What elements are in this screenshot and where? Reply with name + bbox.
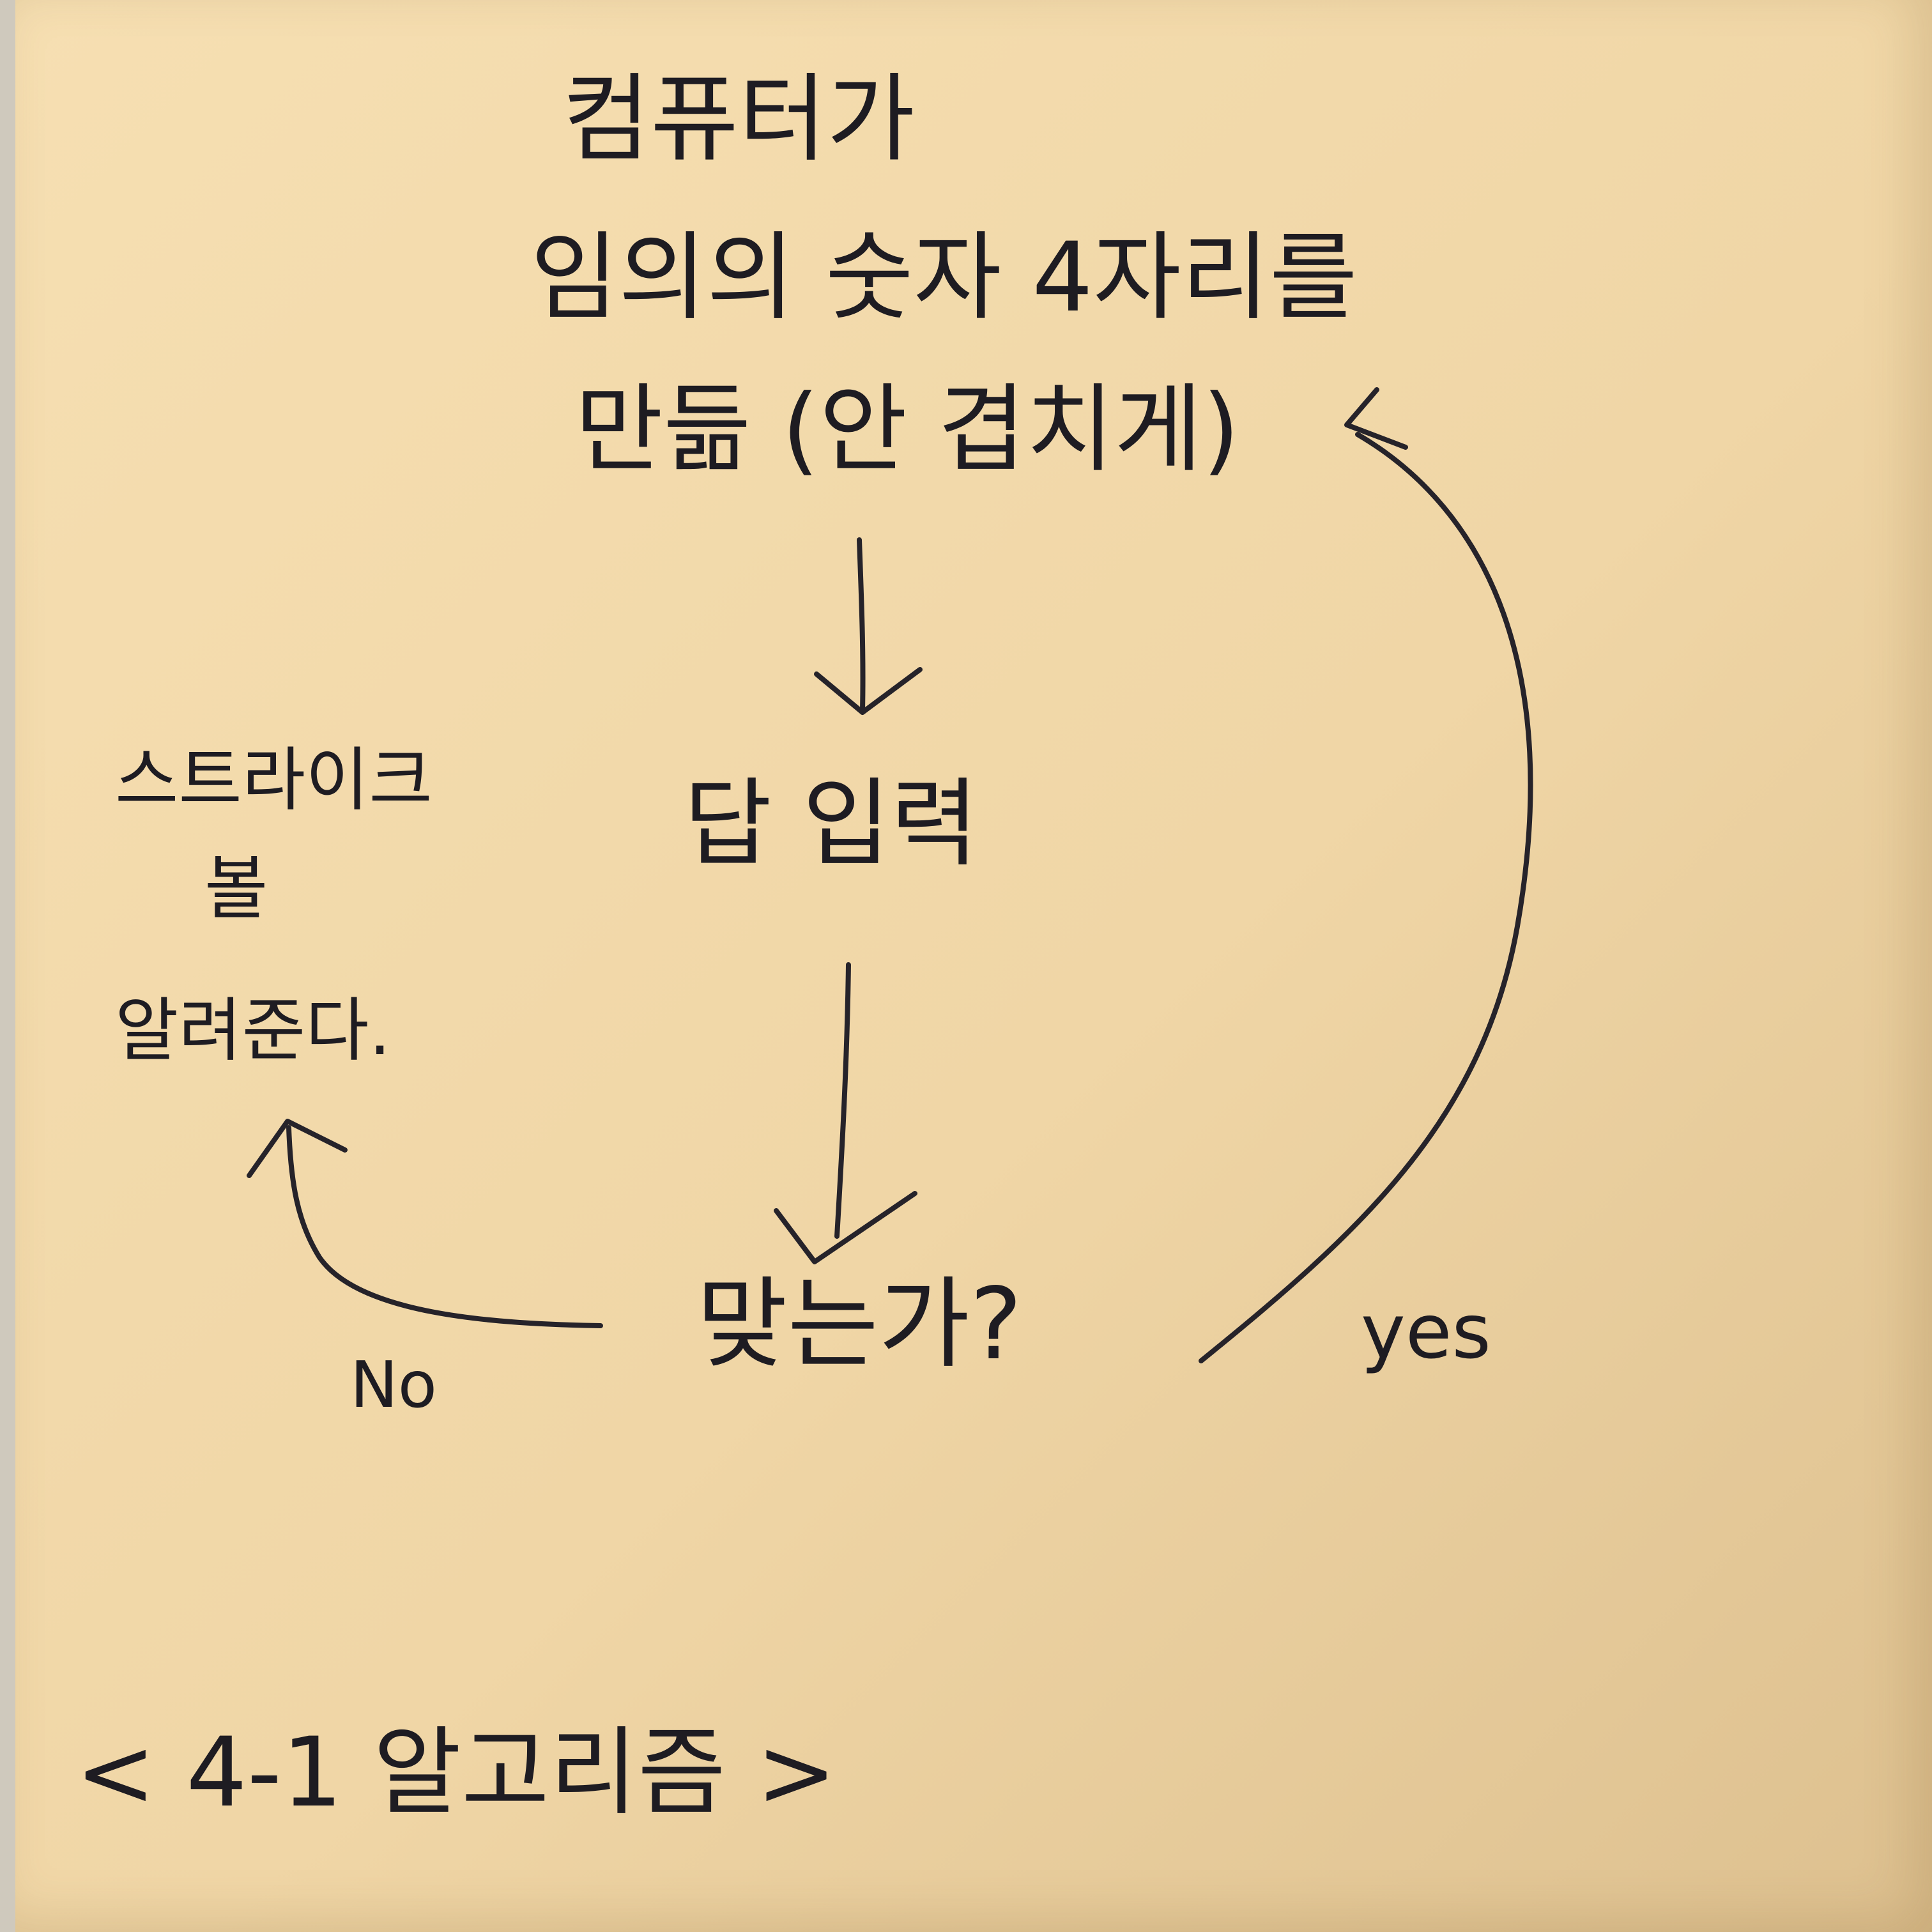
feedback-line-2: 볼 xyxy=(204,849,268,929)
arrow-generate-to-input-head xyxy=(814,667,923,715)
arrow-input-to-decision xyxy=(774,962,917,1264)
arrow-generate-to-input-shaft xyxy=(857,537,866,713)
arrow-yes-to-generate-shaft xyxy=(1199,432,1533,1363)
arrow-generate-to-input xyxy=(814,537,923,715)
no-branch-label: No xyxy=(350,1347,437,1422)
feedback-line-3: 알려준다. xyxy=(115,991,391,1071)
arrow-no-to-feedback xyxy=(247,1119,603,1328)
diagram-caption: < 4-1 알고리즘 > xyxy=(75,1717,837,1828)
decision-correct: 맞는가? xyxy=(696,1266,1023,1382)
step-generate-line-1: 컴퓨터가 xyxy=(562,64,916,175)
feedback-line-1: 스트라이크 xyxy=(115,740,433,820)
step-generate-line-3: 만듦 (안 겹치게) xyxy=(575,374,1240,486)
sticky-note xyxy=(15,0,1932,1932)
arrow-input-to-decision-shaft xyxy=(834,962,851,1239)
arrow-yes-to-generate xyxy=(1199,387,1533,1363)
step-input-answer: 답 입력 xyxy=(684,769,979,880)
arrow-no-to-feedback-head xyxy=(247,1119,348,1178)
yes-branch-label: yes xyxy=(1361,1287,1491,1376)
arrow-no-to-feedback-shaft xyxy=(286,1125,603,1328)
arrow-input-to-decision-head xyxy=(774,1191,917,1264)
arrow-yes-to-generate-head xyxy=(1344,387,1408,450)
step-generate-line-2: 임의의 숫자 4자리를 xyxy=(530,222,1358,334)
